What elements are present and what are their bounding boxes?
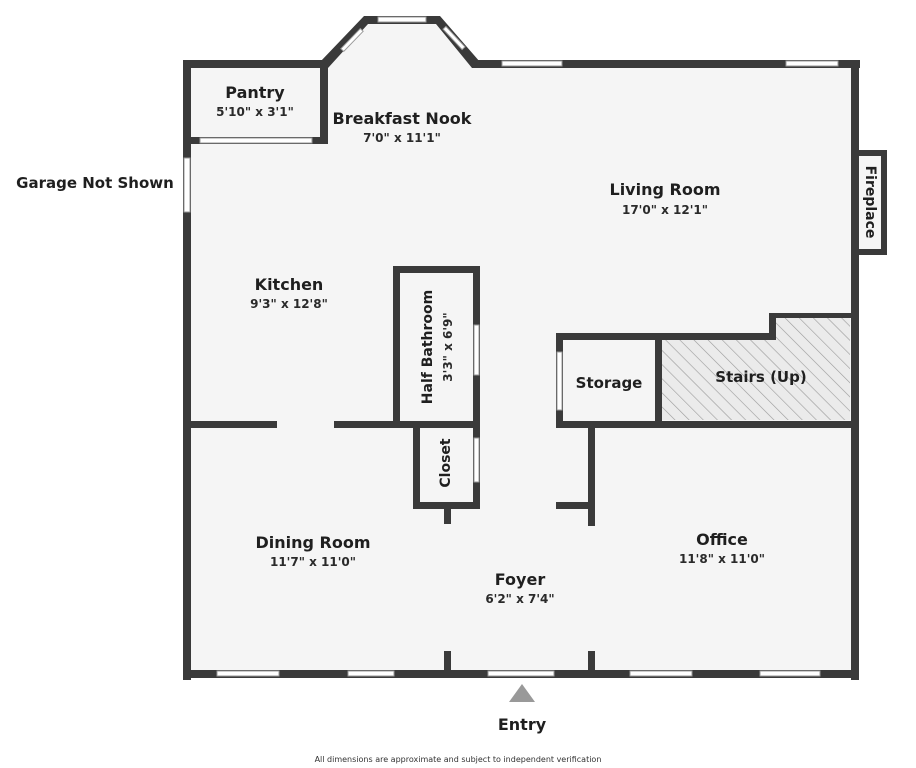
room-pantry: Pantry 5'10" x 3'1" <box>216 83 294 119</box>
room-breakfast-nook: Breakfast Nook 7'0" x 11'1" <box>333 109 472 145</box>
room-closet: Closet <box>438 438 454 488</box>
room-name: Storage <box>576 374 643 392</box>
room-dims: 3'3" x 6'9" <box>441 312 455 381</box>
room-kitchen: Kitchen 9'3" x 12'8" <box>250 275 328 311</box>
entry-label: Entry <box>498 715 547 734</box>
room-fireplace: Fireplace <box>862 166 878 239</box>
room-name: Kitchen <box>255 275 324 294</box>
room-name: Living Room <box>610 180 721 199</box>
entry-arrow-icon <box>509 684 535 702</box>
room-office: Office 11'8" x 11'0" <box>679 530 765 566</box>
windows <box>183 16 839 677</box>
room-stairs: Stairs (Up) <box>715 368 806 386</box>
room-dims: 7'0" x 11'1" <box>363 131 441 145</box>
room-dims: 6'2" x 7'4" <box>485 592 554 606</box>
room-dims: 5'10" x 3'1" <box>216 105 294 119</box>
room-name: Closet <box>438 438 454 488</box>
room-name: Pantry <box>225 83 285 102</box>
room-storage: Storage <box>576 374 643 392</box>
room-name: Stairs (Up) <box>715 368 806 386</box>
room-name: Dining Room <box>255 533 370 552</box>
room-name: Office <box>696 530 748 549</box>
room-dining-room: Dining Room 11'7" x 11'0" <box>255 533 370 569</box>
room-name: Breakfast Nook <box>333 109 472 128</box>
room-dims: 17'0" x 12'1" <box>622 203 708 217</box>
stairs-hatch <box>662 316 850 420</box>
room-foyer: Foyer 6'2" x 7'4" <box>485 570 554 606</box>
interior-walls <box>183 62 856 675</box>
room-living-room: Living Room 17'0" x 12'1" <box>610 180 721 217</box>
room-name: Fireplace <box>862 166 878 239</box>
disclaimer: All dimensions are approximate and subje… <box>315 755 602 764</box>
room-dims: 9'3" x 12'8" <box>250 297 328 311</box>
room-half-bathroom: Half Bathroom 3'3" x 6'9" <box>420 290 455 404</box>
room-name: Foyer <box>495 570 546 589</box>
room-name: Half Bathroom <box>420 290 436 404</box>
room-dims: 11'8" x 11'0" <box>679 552 765 566</box>
garage-note: Garage Not Shown <box>16 174 174 192</box>
room-dims: 11'7" x 11'0" <box>270 555 356 569</box>
